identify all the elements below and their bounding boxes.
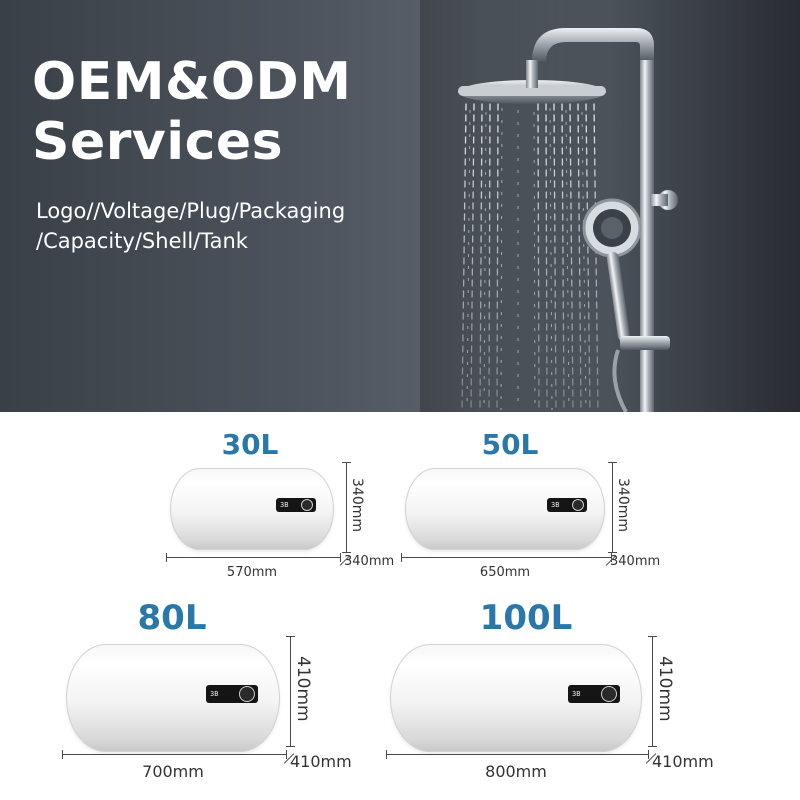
shower-arm — [532, 28, 654, 62]
hero-subtitle-line2: /Capacity/Shell/Tank — [36, 229, 248, 253]
dimension-tick — [342, 552, 351, 553]
water-heater-tank: 3B — [66, 644, 280, 752]
dimension-tick — [401, 553, 402, 562]
display-digits: 3B — [210, 690, 219, 698]
control-display: 3B — [276, 498, 316, 512]
length-dimension-line — [62, 754, 286, 755]
depth-dimension-label: 340mm — [610, 554, 661, 569]
dimension-tick — [286, 746, 295, 747]
dimension-tick — [386, 750, 387, 759]
product-size-grid: 30L 3B 340mm 570mm 340mm 50L 3B 340mm 650mm 340mm… — [0, 412, 800, 800]
capacity-label: 50L — [481, 428, 539, 461]
dimension-tick — [286, 636, 295, 637]
water-streams — [461, 103, 599, 411]
control-knob-icon — [301, 499, 313, 511]
dimension-tick — [648, 746, 657, 747]
length-dimension-line — [166, 557, 340, 558]
height-dimension-label: 340mm — [615, 478, 631, 532]
hand-shower-icon — [582, 198, 642, 342]
shower-hose — [612, 349, 628, 412]
water-heater-tank: 3B — [405, 468, 605, 550]
dimension-tick — [340, 553, 341, 562]
dimension-tick — [648, 636, 657, 637]
depth-dimension-label: 410mm — [652, 752, 714, 771]
control-display: 3B — [568, 685, 620, 703]
length-dimension-line — [386, 754, 648, 755]
control-knob-icon — [601, 686, 617, 702]
rain-shower-photo — [458, 28, 678, 412]
capacity-label: 80L — [137, 598, 207, 638]
length-dimension-label: 570mm — [226, 565, 278, 580]
slide-bracket — [620, 336, 670, 350]
height-dimension-line — [652, 636, 653, 746]
riser-pipe — [640, 40, 654, 412]
water-heater-tank: 3B — [390, 644, 642, 752]
height-dimension-line — [290, 636, 291, 746]
hero-title-line2: Services — [32, 112, 284, 172]
hero-subtitle-line1: Logo//Voltage/Plug/Packaging — [36, 199, 346, 223]
control-display: 3B — [206, 685, 258, 703]
dimension-tick — [286, 750, 287, 759]
dimension-tick — [166, 553, 167, 562]
capacity-label: 30L — [221, 428, 279, 461]
length-dimension-label: 800mm — [485, 762, 547, 781]
water-heater-tank: 3B — [170, 468, 334, 550]
length-dimension-label: 700mm — [142, 762, 204, 781]
height-dimension-line — [612, 462, 613, 552]
hero-subtitle: Logo//Voltage/Plug/Packaging /Capacity/S… — [36, 196, 345, 256]
height-dimension-label: 410mm — [293, 656, 313, 722]
depth-dimension-label: 340mm — [344, 554, 395, 569]
control-display: 3B — [547, 498, 587, 512]
display-digits: 3B — [280, 501, 289, 509]
control-knob-icon — [572, 499, 584, 511]
control-knob-icon — [239, 686, 255, 702]
hero-title-line1: OEM&ODM — [32, 52, 352, 112]
depth-dimension-label: 410mm — [290, 752, 352, 771]
dimension-tick — [62, 750, 63, 759]
height-dimension-label: 340mm — [349, 478, 365, 532]
dimension-tick — [608, 552, 617, 553]
dimension-tick — [648, 750, 649, 759]
length-dimension-line — [401, 557, 611, 558]
dimension-tick — [342, 462, 351, 463]
capacity-label: 100L — [479, 598, 573, 638]
height-dimension-line — [346, 462, 347, 552]
length-dimension-label: 650mm — [479, 565, 531, 580]
display-digits: 3B — [551, 501, 560, 509]
dimension-tick — [608, 462, 617, 463]
display-digits: 3B — [572, 690, 581, 698]
hero-title: OEM&ODM Services — [32, 52, 351, 172]
height-dimension-label: 410mm — [655, 656, 675, 722]
hero-banner: OEM&ODM Services Logo//Voltage/Plug/Pack… — [0, 0, 800, 412]
